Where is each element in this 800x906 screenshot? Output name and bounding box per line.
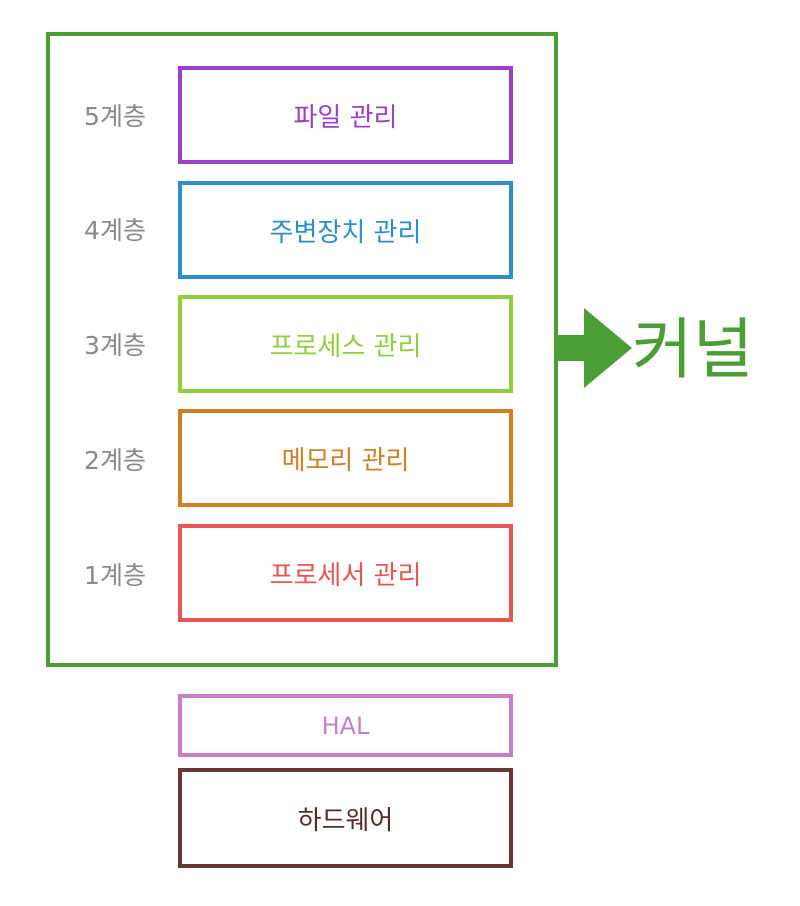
layer-3-level-label: 3계층 <box>84 331 146 360</box>
layer-4-level-label: 4계층 <box>84 216 146 245</box>
layer-2-level-label: 2계층 <box>84 446 146 475</box>
hardware-label: 하드웨어 <box>297 805 394 836</box>
arrow-head <box>584 308 632 388</box>
layer-4-name: 주변장치 관리 <box>269 217 422 248</box>
layer-3-name: 프로세스 관리 <box>269 331 422 362</box>
layer-5-box: 파일 관리 <box>178 66 513 164</box>
layer-3-box: 프로세스 관리 <box>178 295 513 393</box>
hardware-box: 하드웨어 <box>178 768 513 868</box>
arrow-shaft <box>556 335 586 361</box>
layer-5-name: 파일 관리 <box>293 102 398 133</box>
layer-5-level-label: 5계층 <box>84 102 146 131</box>
layer-1-name: 프로세서 관리 <box>269 560 422 591</box>
layer-4-box: 주변장치 관리 <box>178 181 513 279</box>
hal-box: HAL <box>178 694 513 757</box>
layer-1-level-label: 1계층 <box>84 561 146 590</box>
layer-2-name: 메모리 관리 <box>281 445 410 476</box>
layer-1-box: 프로세서 관리 <box>178 524 513 622</box>
kernel-label: 커널 <box>632 311 754 388</box>
arrow-right-icon <box>556 308 632 388</box>
layer-2-box: 메모리 관리 <box>178 409 513 507</box>
hal-label: HAL <box>321 711 370 740</box>
